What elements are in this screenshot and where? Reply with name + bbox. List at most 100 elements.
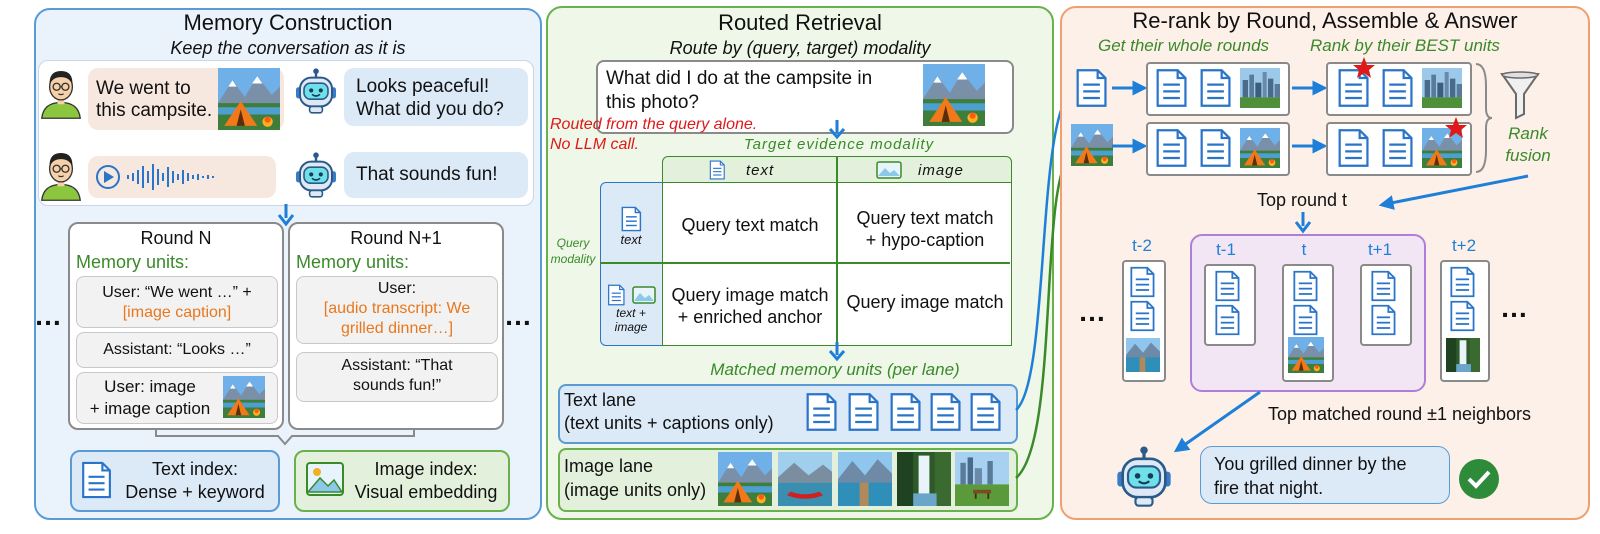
best-unit-star-icon-2 [1445,117,1467,138]
image-icon [306,462,344,496]
fusion-bracket [1475,63,1493,173]
bot-message-2: That sounds fun! [356,164,498,185]
query-campsite-photo [918,64,990,126]
round-n-unit1 [76,276,278,328]
ranked-round-2-doc-1 [1336,128,1370,168]
rerank-arrows [1112,80,1328,154]
best-unit-star-icon [1353,57,1375,78]
user-avatar-2 [40,146,82,202]
rounds-ellipsis-left: … [1078,296,1106,327]
ellipsis-right: … [504,300,532,331]
round-n1-unit1-user: User: [377,280,417,297]
answer-bubble [1200,446,1450,504]
image-lane-campsite [716,452,774,506]
round-n1-unit2-line2: sounds fun!” [352,377,442,394]
text-lane-desc: (text units + captions only) [564,413,774,433]
robot-avatar-2 [292,152,340,200]
round-label-t-2: t-2 [1132,236,1152,255]
image-lane-desc: (image units only) [564,480,707,500]
round-t-2-doc-2 [1128,300,1156,332]
col-text-label: text [746,162,775,179]
round-n-label: Memory units: [76,252,190,272]
routed-note-line2: No LLM call. [550,136,639,153]
row-image-label2: image [614,320,648,334]
panel1-subtitle: Keep the conversation as it is [170,38,406,58]
routed-note-line1: Routed from the query alone. [550,116,758,133]
funnel-icon [1500,71,1540,120]
round-t+1-doc-1 [1368,270,1398,302]
whole-round-2-campsite [1240,128,1280,168]
cell-image-image: Query image match [846,292,1004,312]
row-image-doc-icon [606,284,626,306]
fusion-to-top-round-arrow [1378,174,1529,210]
panel2-subtitle: Route by (query, target) modality [669,38,931,58]
answer-line2: fire that night. [1214,478,1324,498]
round-n-title: Round N [140,228,212,248]
user-avatar [40,64,82,120]
rounds-ellipsis-right: … [1500,292,1528,323]
col-image-icon [876,161,902,179]
row-image-label1: text + [616,306,646,320]
round-n-unit1-text: User: “We went …” + [102,284,252,301]
image-lane-waterfall [896,452,952,506]
index-bracket [155,428,415,446]
input-doc-icon [1074,68,1108,108]
cell-image-text-line2: + enriched anchor [677,307,823,327]
panel3-title: Re-rank by Round, Assemble & Answer [1132,8,1518,33]
round-label-t+2: t+2 [1451,236,1477,255]
bot-message-bubble [344,68,528,126]
round-n-unit1-caption: [image caption] [122,304,232,321]
answer-line1: You grilled dinner by the [1214,454,1407,474]
text-lane-doc-2 [846,392,880,432]
round-t-doc-2 [1290,304,1320,336]
rank-fusion-line1: Rank [1508,124,1548,143]
round-t-2-doc-1 [1128,266,1156,298]
whole-round-2-doc-1 [1154,128,1188,168]
image-lane-park [954,452,1010,506]
round-n1-unit1 [296,276,498,344]
row-image-icon [632,286,656,304]
round-n1-label: Memory units: [296,252,410,272]
round-t+2-doc-2 [1448,300,1476,332]
whole-round-2-doc-2 [1198,128,1232,168]
image-lane-title: Image lane [564,456,654,476]
round-t+2-doc-1 [1448,266,1476,298]
rank-fusion-line2: fusion [1505,146,1551,165]
round-n1-unit2-line1: Assistant: “That [341,357,453,374]
arrow-to-lanes [828,342,846,362]
round-label-t: t [1301,240,1307,259]
round-n1-unit1-transcript1: [audio transcript: We [323,300,471,317]
row-text-label: text [620,232,642,247]
round-t-doc-1 [1290,270,1320,302]
round-t+2-waterfall [1446,336,1480,374]
bot-message-line1: Looks peaceful! [356,76,490,97]
whole-round-1-city [1240,68,1280,108]
bot-message-line2: What did you do? [356,99,504,120]
assemble-arrow [1173,390,1261,453]
text-lane-title: Text lane [564,390,637,410]
cell-text-image-line2: + hypo-caption [865,230,985,250]
arrow-to-rounds [277,204,295,226]
row-text-doc-icon [620,206,642,232]
routing-table [600,156,1012,346]
round-label-t+1: t+1 [1367,240,1393,259]
round-n1-title: Round N+1 [350,228,442,248]
bot-message-bubble-2 [344,152,528,198]
audio-waveform-icon[interactable] [94,162,234,192]
neighbors-label: Top matched round ±1 neighbors [1268,404,1532,424]
answer-robot-avatar [1112,446,1176,510]
input-campsite-photo [1070,124,1114,166]
row-label-modality: modality [550,252,596,266]
round-t-1-doc-2 [1212,304,1242,336]
image-index-title: Image index: [374,459,478,479]
round-n1-unit1-transcript2: grilled dinner…] [340,320,454,337]
round-n-unit3-line1: User: image [104,377,196,396]
top-round-arrow [1294,212,1312,234]
text-lane-doc-5 [968,392,1002,432]
top-round-label: Top round t [1256,190,1348,210]
table-header: Target evidence modality [743,136,935,153]
image-index-desc: Visual embedding [354,482,498,502]
query-line1: What did I do at the campsite in [606,68,873,89]
round-label-t-1: t-1 [1216,240,1236,259]
sub-right: Rank by their BEST units [1310,36,1500,55]
